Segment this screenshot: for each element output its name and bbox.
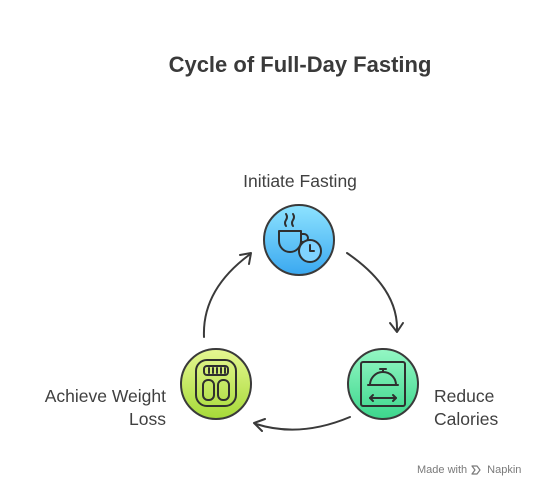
watermark-text: Made with [417, 464, 468, 476]
cycle-arrows [202, 252, 404, 432]
scale-cloche-icon [360, 361, 406, 407]
step-label-initiate-fasting: Initiate Fasting [243, 171, 357, 191]
arrow-left-to-top [202, 254, 250, 338]
arrow-right-to-left [255, 416, 351, 431]
diagram-title: Cycle of Full-Day Fasting [168, 52, 432, 77]
step-label-reduce-calories: Reduce Calories [434, 386, 499, 429]
arrow-left-to-top-head [239, 252, 252, 265]
step-achieve-weight-loss [180, 348, 252, 420]
made-with-napkin-watermark[interactable]: Made with Napkin [417, 464, 521, 476]
step-initiate-fasting [263, 204, 335, 276]
watermark-brand: Napkin [487, 464, 522, 476]
bathroom-scale-icon [195, 359, 237, 407]
step-reduce-calories [347, 348, 419, 420]
arrow-top-to-right [346, 252, 399, 331]
coffee-clock-icon [278, 213, 322, 263]
step-label-achieve-weight-loss: Achieve Weight Loss [44, 386, 166, 429]
arrow-top-to-right-head [389, 322, 404, 333]
napkin-logo-icon [471, 465, 481, 475]
arrow-right-to-left-head [253, 418, 266, 432]
